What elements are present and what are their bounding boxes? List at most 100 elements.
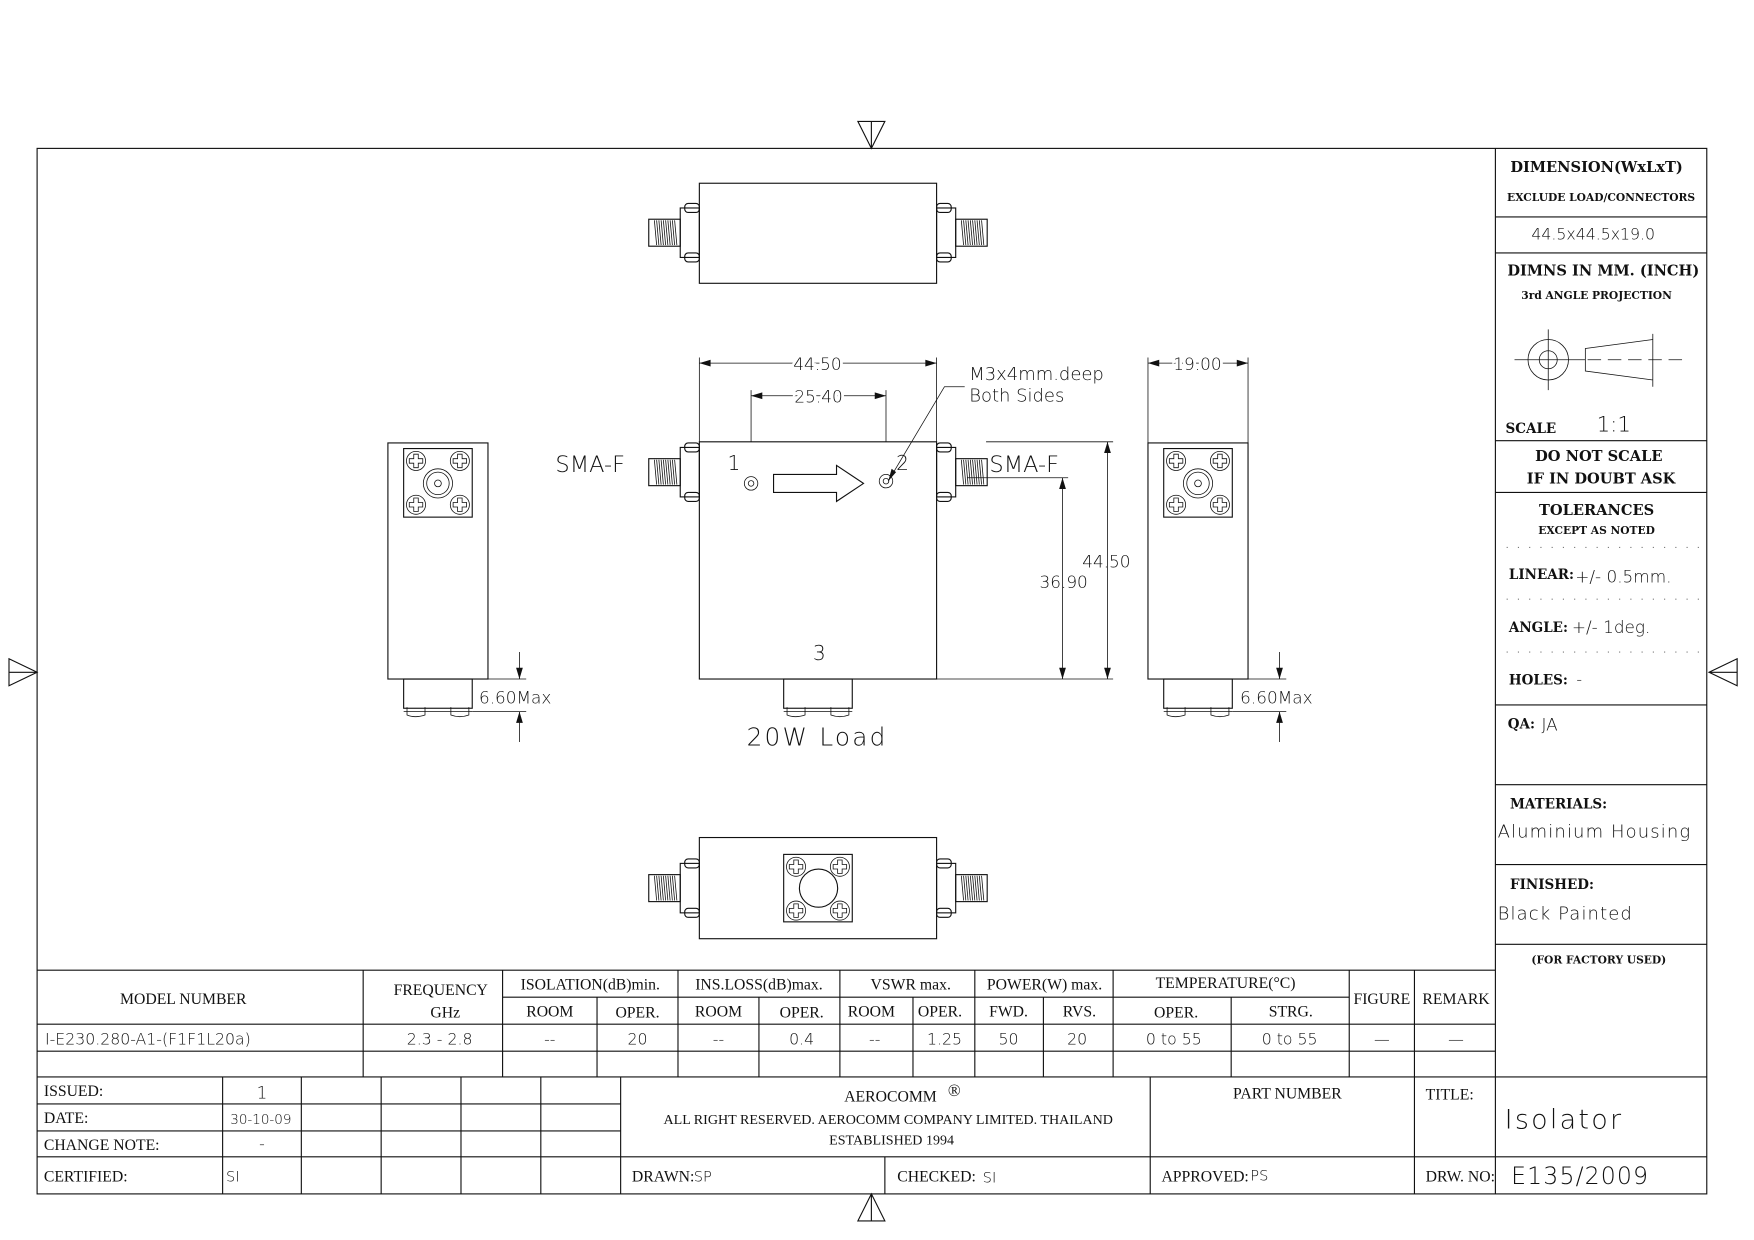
change-note-value: -: [259, 1134, 265, 1153]
dimension-subtitle: EXCLUDE LOAD/CONNECTORS: [1507, 191, 1695, 204]
coax-ring: [422, 468, 453, 499]
mounting-note-line1: M3x4mm.deep: [969, 364, 1104, 385]
port-2-hole-icon: [878, 474, 894, 489]
flange-tab: [684, 491, 700, 502]
approved-label: APPROVED:: [1161, 1169, 1248, 1186]
isolator-views: SMA-F SMA-F 1 2 3 20W Load 44.50 25.40 1…: [387, 182, 1313, 940]
mounting-note-line2: Both Sides: [969, 385, 1064, 406]
scale-label: SCALE: [1506, 421, 1557, 437]
insloss-oper-header: OPER.: [780, 1004, 824, 1021]
temp-oper-cell: 0 to 55: [1146, 1029, 1202, 1048]
checked-label: CHECKED:: [897, 1169, 976, 1186]
registered-mark: ®: [948, 1081, 961, 1100]
connector-thread: [960, 220, 985, 246]
center-mark-left: [8, 657, 39, 687]
finished-value: Black Painted: [1498, 904, 1633, 925]
flange-outline: [1163, 447, 1233, 518]
temperature-header: TEMPERATURE(°C): [1156, 975, 1296, 992]
dim-port-offset: 36.90: [1040, 572, 1088, 592]
tolerances-subtitle: EXCEPT AS NOTED: [1538, 524, 1655, 537]
screw-cross: [452, 453, 468, 469]
vswr-header: VSWR max.: [871, 976, 951, 993]
frequency-header: FREQUENCY: [394, 982, 488, 999]
projection-note: 3rd ANGLE PROJECTION: [1521, 289, 1672, 302]
connector-thread: [960, 459, 985, 485]
power-rvs-header: RVS.: [1063, 1003, 1096, 1020]
direction-arrow-icon: [772, 464, 865, 503]
factory-use-note: (FOR FACTORY USED): [1531, 953, 1666, 966]
screw-icon: [449, 494, 470, 515]
dimension-arrowhead: [1276, 711, 1283, 723]
title-block-grid: [37, 1076, 1707, 1194]
flange-tab: [936, 442, 952, 453]
leader-arrowhead: [888, 468, 897, 482]
drawn-value: SP: [694, 1169, 712, 1186]
if-in-doubt-note: IF IN DOUBT ASK: [1527, 470, 1677, 487]
connector-body: [955, 874, 988, 903]
qa-label: QA:: [1508, 716, 1535, 732]
power-fwd-cell: 50: [999, 1029, 1019, 1048]
scale-value: 1:1: [1597, 413, 1631, 438]
screw-cross: [788, 903, 804, 918]
dim-port-spacing: 25.40: [794, 386, 842, 406]
screw-icon: [449, 450, 470, 471]
port-1-label: 1: [727, 451, 740, 475]
flange-tab: [936, 491, 952, 502]
panel-lines: [1494, 148, 1707, 1194]
sma-connector-icon: [648, 858, 700, 918]
issued-value: 1: [257, 1082, 268, 1102]
connector-body: [648, 218, 681, 247]
connector-flange: [936, 862, 957, 914]
dimension-arrowhead: [516, 711, 523, 723]
sma-connector-icon: [936, 202, 988, 263]
screw-cross: [788, 859, 804, 874]
coax-ring: [1194, 479, 1202, 488]
sma-connector-icon: [648, 202, 700, 263]
sma-connector-icon: [936, 858, 988, 918]
right-side-view-load: [1163, 678, 1233, 709]
model-number-cell: I-E230.280-A1-(F1F1L20a): [45, 1029, 251, 1048]
center-mark-top: [856, 120, 886, 150]
model-number-header: MODEL NUMBER: [120, 991, 247, 1008]
screw-cross: [408, 453, 424, 469]
table-row: I-E230.280-A1-(F1F1L20a) 2.3 - 2.8 -- 20…: [45, 1029, 1464, 1048]
screw-head: [1209, 494, 1230, 515]
remark-header: REMARK: [1422, 991, 1490, 1008]
holes-label: HOLES:: [1509, 673, 1568, 689]
note-leader-line: [887, 386, 965, 482]
flange-tab: [936, 202, 952, 214]
center-mark-right: [1707, 657, 1738, 687]
screw-head: [406, 494, 426, 515]
temp-strg-cell: 0 to 55: [1262, 1029, 1318, 1048]
connector-flange: [679, 446, 700, 498]
isolation-oper-header: OPER.: [615, 1004, 659, 1021]
established-year: ESTABLISHED 1994: [829, 1132, 954, 1148]
drawing-number: E135/2009: [1511, 1162, 1649, 1190]
screw-head: [1209, 450, 1230, 471]
sma-connector-icon: [648, 442, 700, 502]
screw-head: [449, 494, 470, 515]
load-foot: [783, 707, 853, 718]
screw-head: [406, 450, 426, 471]
dim-width: 44.50: [793, 354, 841, 374]
left-side-view-load: [403, 678, 473, 709]
connector-thread: [960, 875, 985, 901]
load-foot: [403, 707, 473, 718]
front-view-load: [783, 678, 853, 709]
connector-thread: [653, 875, 678, 901]
dim-load-left: 6.60Max: [479, 688, 551, 708]
screw-icon: [1166, 450, 1187, 471]
coax-ring: [434, 479, 442, 488]
power-fwd-header: FWD.: [989, 1003, 1028, 1020]
dimension-arrowhead: [1059, 667, 1066, 680]
remark-cell: —: [1448, 1029, 1464, 1048]
connector-flange: [936, 446, 957, 498]
insloss-room-header: ROOM: [695, 1003, 742, 1020]
screw-icon: [1209, 494, 1230, 515]
holes-value: -: [1576, 670, 1582, 689]
spec-table-grid: [37, 969, 1707, 1078]
dimension-arrowheads: [516, 359, 1283, 723]
dimension-arrowhead: [1147, 359, 1160, 367]
bottom-view-load-port: [798, 868, 839, 908]
connector-flange-face: [1163, 447, 1233, 518]
